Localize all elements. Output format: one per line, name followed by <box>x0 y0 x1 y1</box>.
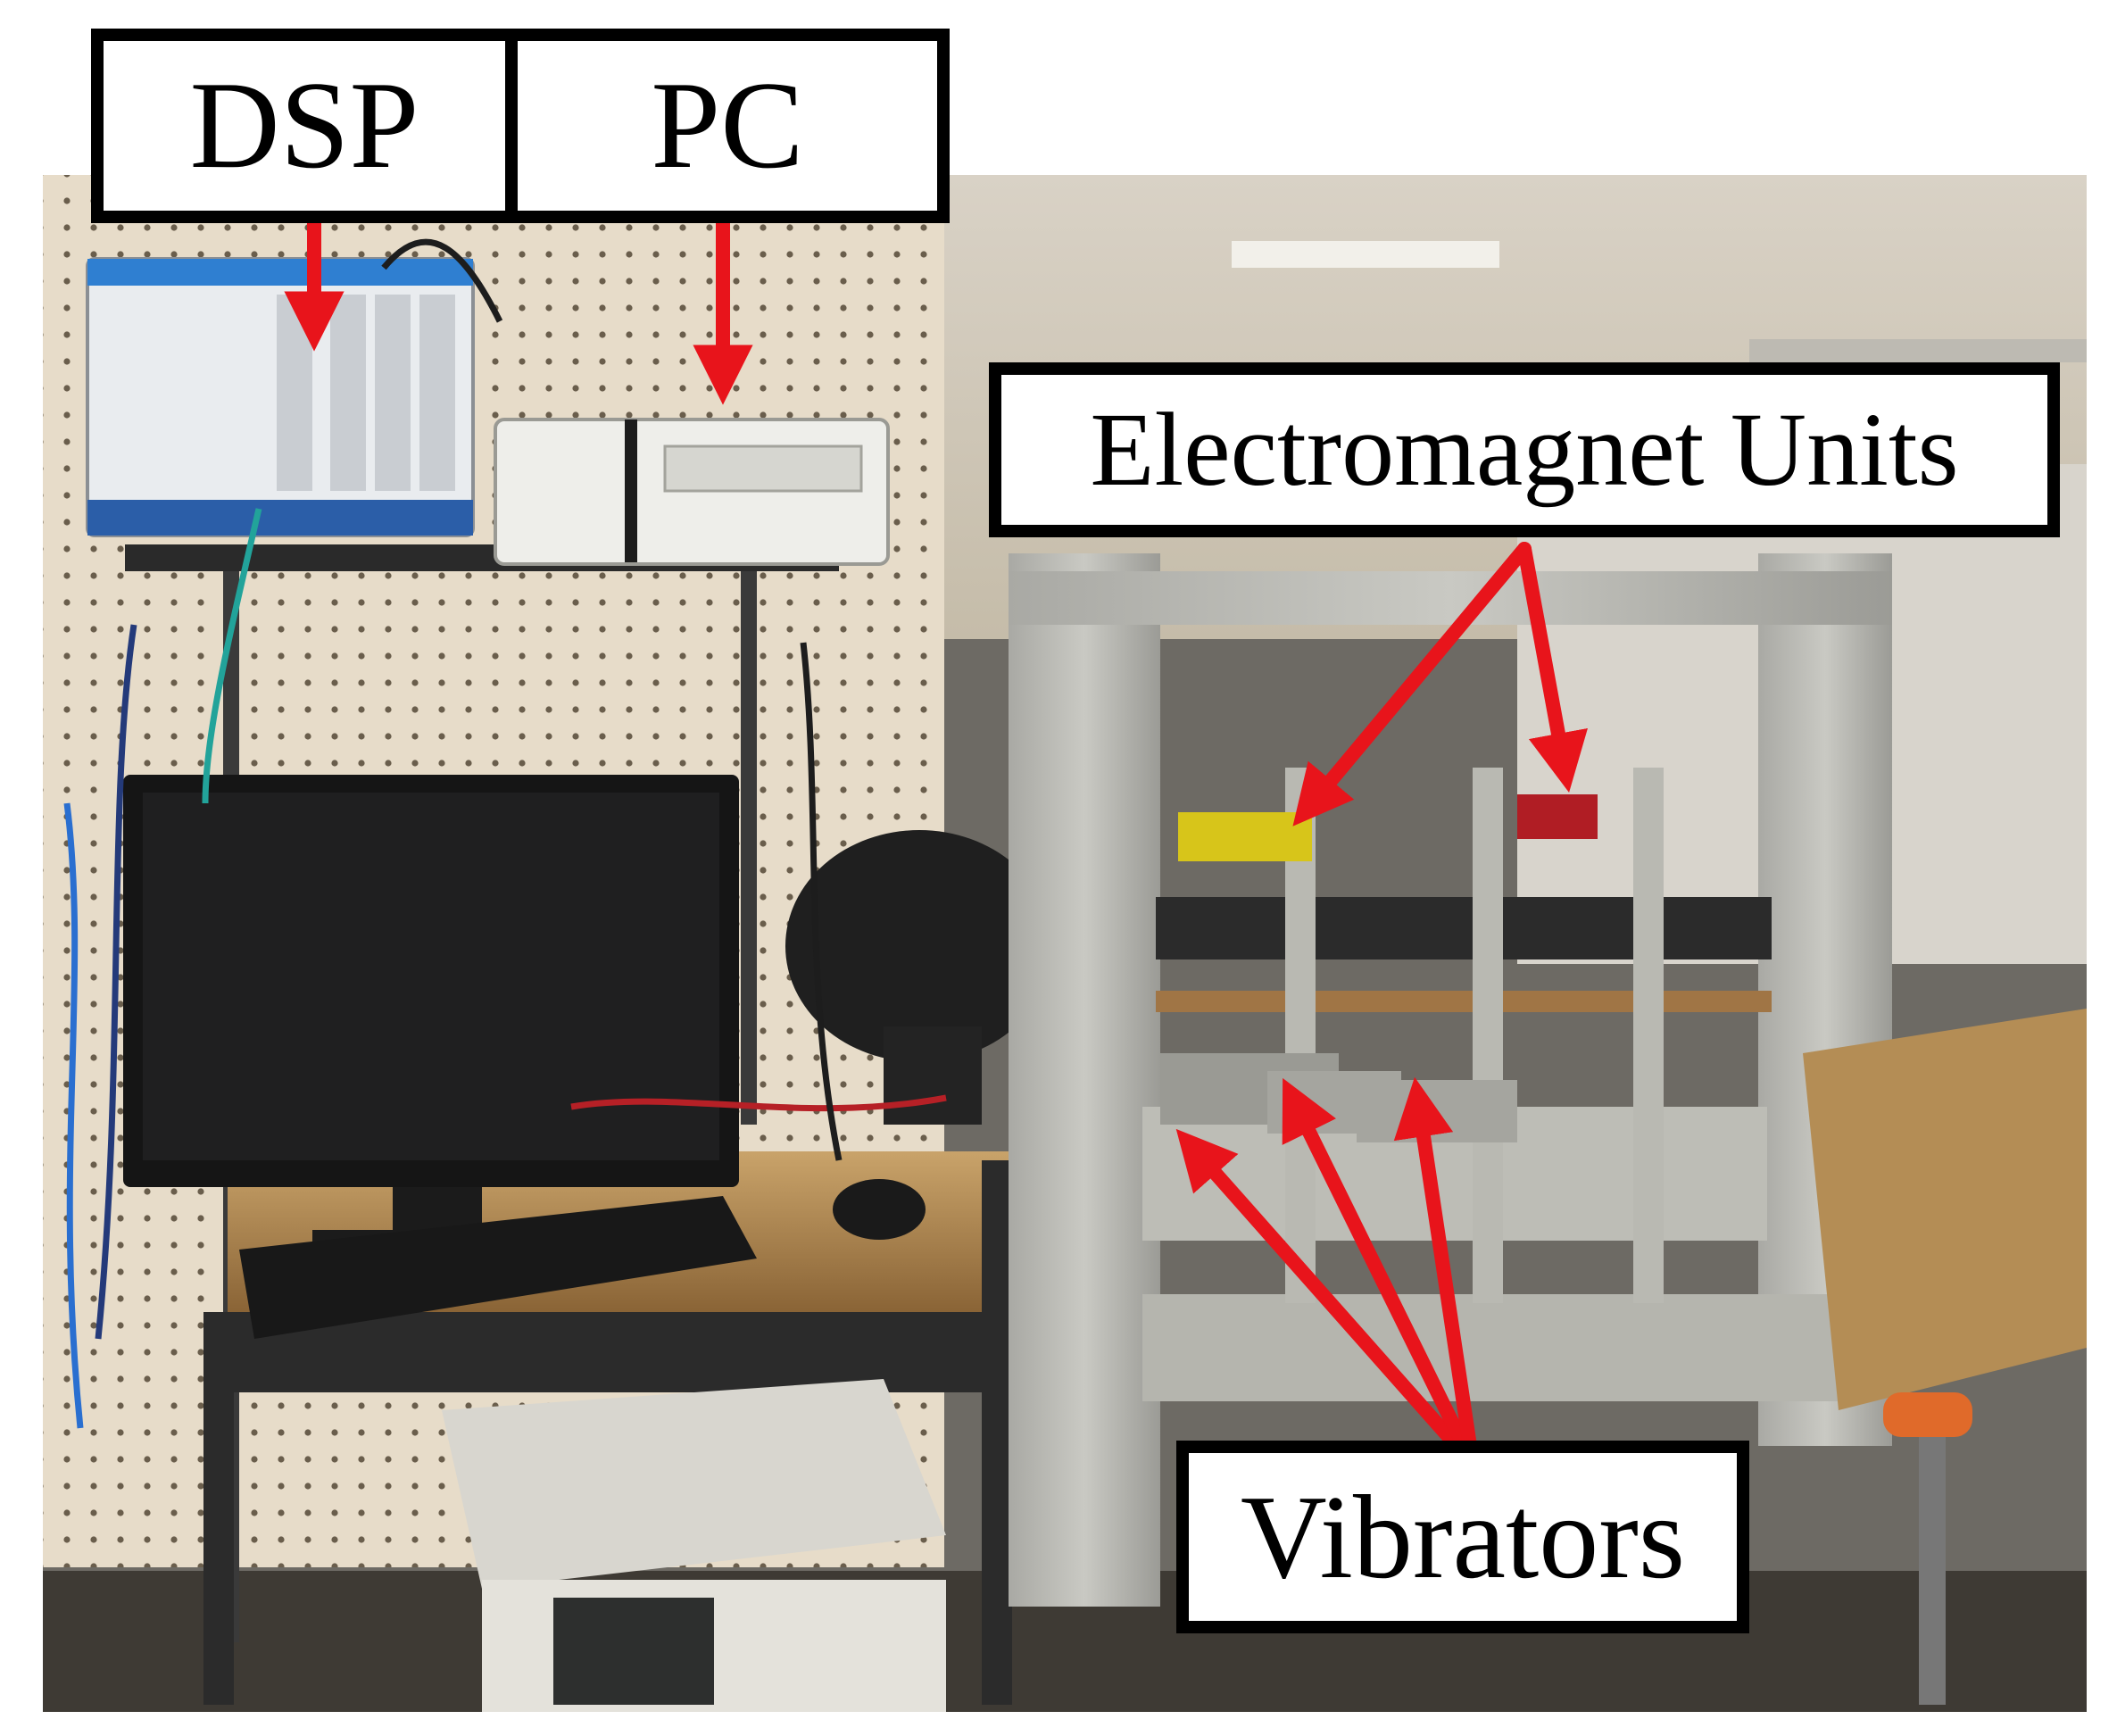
mouse <box>833 1179 926 1240</box>
arrow-icon <box>1292 542 1532 826</box>
label-electromagnet-units-text: Electromagnet Units <box>1090 391 1959 508</box>
label-vibrators: Vibrators <box>1176 1441 1749 1633</box>
fan <box>785 830 1053 1125</box>
spectrum-analyzer <box>442 1379 946 1712</box>
label-dsp-text: DSP <box>189 56 419 195</box>
label-vibrators-text: Vibrators <box>1240 1471 1686 1603</box>
label-pc-text: PC <box>651 56 804 195</box>
annotation-arrows <box>284 205 1588 1471</box>
test-rig <box>1009 553 1892 1607</box>
arrow-icon <box>1175 1128 1480 1471</box>
label-pc: PC <box>505 29 950 223</box>
pc-unit <box>494 418 890 566</box>
monitor <box>123 775 739 1248</box>
dsp-unit <box>86 257 475 537</box>
label-electromagnet-units: Electromagnet Units <box>989 362 2060 537</box>
workbench <box>1803 1009 2087 1705</box>
arrow-icon <box>1517 542 1588 793</box>
label-dsp: DSP <box>91 29 518 223</box>
electromagnet-units <box>1178 794 1598 861</box>
arrow-icon <box>1282 1077 1480 1471</box>
arrow-icon <box>1393 1076 1480 1471</box>
keyboard <box>239 1196 757 1339</box>
cables <box>63 238 947 1429</box>
